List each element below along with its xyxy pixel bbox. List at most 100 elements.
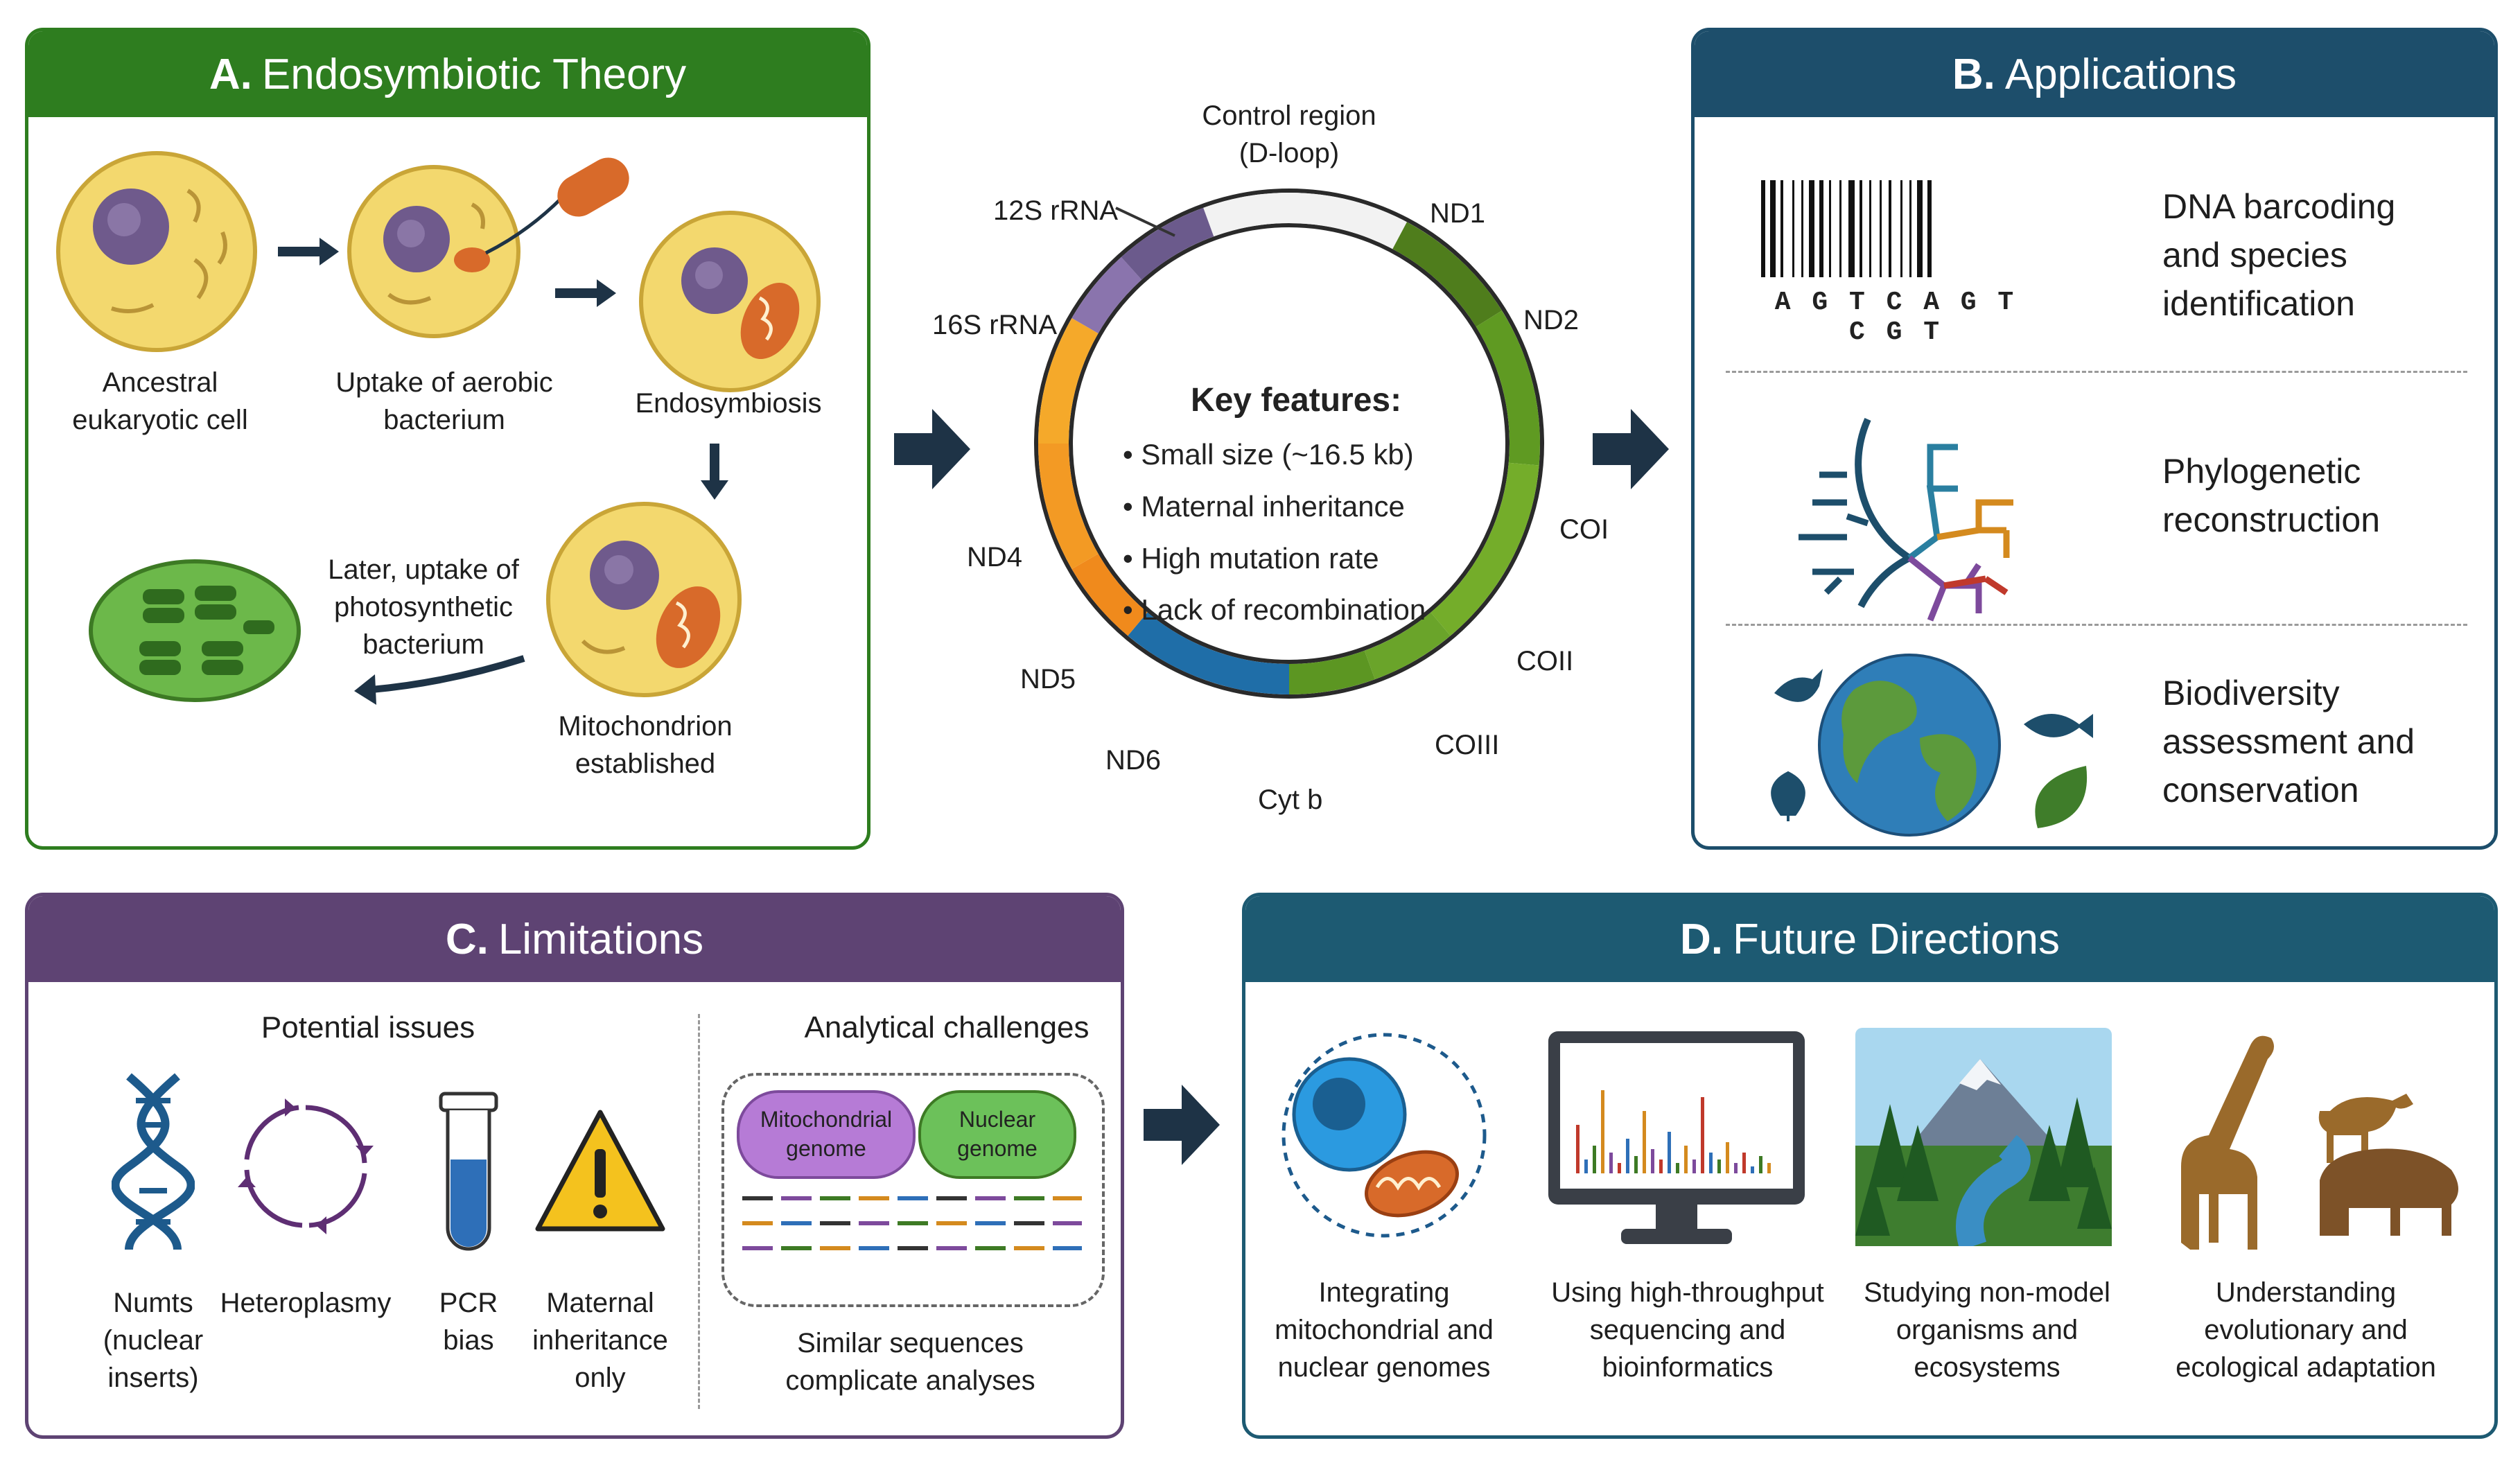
monitor-bar (1701, 1097, 1704, 1173)
gene-label-16s-rrna: 16S rRNA (932, 310, 1058, 340)
application-barcoding: DNA barcoding and species identification (2162, 187, 2396, 323)
panel-limitations: C. Limitations Potential issues Analytic… (25, 893, 1124, 1439)
barcode-icon (1761, 180, 1932, 277)
sequence-dash (781, 1221, 812, 1225)
segment-nd6 (1071, 553, 1148, 636)
monitor-bar (1742, 1153, 1746, 1173)
monitor-bar (1709, 1153, 1713, 1173)
label-endosymbiosis: Endosymbiosis (635, 388, 822, 419)
sequence-dash (820, 1246, 850, 1250)
nuclear-genome-oval: Nuclear genome (918, 1090, 1076, 1179)
barcode-sequence: A G T C A G T C G T (1774, 288, 2017, 347)
barcode-bar (1900, 180, 1902, 277)
gene-label-nd5: ND5 (1020, 664, 1076, 694)
mitochondrial-genome-oval: Mitochondrial genome (737, 1090, 916, 1179)
panel-endosymbiotic-theory: A. Endosymbiotic Theory (25, 28, 870, 850)
gene-label-nd2: ND2 (1523, 305, 1580, 335)
future-sequencing: Using high-throughput sequencing and bio… (1551, 1277, 1824, 1383)
endosymbiosis-cell-icon (639, 211, 821, 392)
issue-heteroplasmy: Heteroplasmy (220, 1288, 392, 1318)
panel-a-letter: A. (209, 50, 252, 98)
barcode-bar (1927, 180, 1932, 277)
gene-label-nd1: ND1 (1430, 198, 1486, 229)
panel-b-title: Applications (2004, 50, 2237, 98)
barcode-bar (1819, 180, 1823, 277)
sequence-dash (859, 1196, 889, 1200)
panel-applications: B. Applications A G T C A G T C G T DNA … (1691, 28, 2498, 850)
sequence-dash (1014, 1221, 1044, 1225)
monitor-bar (1759, 1156, 1762, 1173)
segment-coii (1364, 612, 1451, 680)
cell-with-mitochondrion-icon (1281, 1033, 1487, 1238)
divider (1726, 624, 2467, 626)
plant-icon (1771, 771, 1805, 821)
panel-a-title: Endosymbiotic Theory (261, 50, 687, 98)
application-phylogenetic: Phylogenetic reconstruction (2162, 452, 2381, 539)
similar-sequences-box (721, 1073, 1105, 1307)
endosymbiosis-illustration (56, 151, 821, 705)
label-uptake: Uptake of aerobic bacterium (335, 367, 553, 435)
arrow-right-icon (894, 409, 970, 489)
panel-c-letter: C. (445, 915, 489, 963)
monitor-bar (1726, 1142, 1729, 1173)
leaf-icon (2035, 766, 2088, 828)
monitor-bar (1734, 1163, 1738, 1173)
landscape-ecosystem-icon (1855, 1028, 2112, 1246)
phylogenetic-tree-icon (1799, 417, 2013, 622)
sequence-dash (936, 1246, 967, 1250)
uptake-cell-icon (347, 157, 629, 338)
gene-label-coi: COI (1559, 514, 1609, 545)
pointer-line (1115, 207, 1175, 237)
barcode-bar (1761, 180, 1765, 277)
gene-label-coii: COII (1516, 646, 1574, 676)
mitochondrion-established-cell-icon (546, 502, 742, 697)
giraffe-animals-icon (2181, 1035, 2458, 1250)
barcode-bar (1880, 180, 1882, 277)
monitor-bar (1626, 1139, 1629, 1173)
mitochondrial-genome-circle (1034, 189, 1544, 699)
monitor-bar (1751, 1166, 1754, 1173)
key-feature-item: • Lack of recombination (1123, 593, 1426, 627)
key-feature-item: • High mutation rate (1123, 541, 1379, 575)
segment-coiii (1288, 650, 1375, 694)
sequence-dash (742, 1246, 773, 1250)
key-feature-item: • Small size (~16.5 kb) (1123, 438, 1414, 471)
gene-label-coiii: COIII (1435, 730, 1500, 760)
barcode-bar (1829, 180, 1831, 277)
gene-label-nd6: ND6 (1105, 745, 1162, 776)
panel-c-title: Limitations (498, 915, 704, 963)
monitor-bar (1618, 1163, 1621, 1173)
key-features-box: Key features: • Small size (~16.5 kb)• M… (1123, 381, 1469, 636)
sequence-dash (781, 1246, 812, 1250)
sequence-dash (820, 1196, 850, 1200)
monitor-bar (1643, 1111, 1646, 1173)
ancestral-cell-icon (56, 151, 257, 352)
monitor-chart-icon (1548, 1031, 1805, 1244)
sequence-dash (859, 1246, 889, 1250)
fish-icon (2024, 714, 2093, 738)
sequence-dash (975, 1221, 1006, 1225)
sequence-lines-icon (742, 1196, 1082, 1250)
barcode-bar (1801, 180, 1803, 277)
barcode-bar (1780, 180, 1783, 277)
application-biodiversity: Biodiversity assessment and conservation (2162, 674, 2415, 809)
barcode-bar (1869, 180, 1871, 277)
monitor-bar (1668, 1132, 1671, 1173)
sequence-dash (742, 1196, 773, 1200)
gene-label-cytb: Cyt b (1258, 785, 1323, 815)
future-non-model: Studying non-model organisms and ecosyst… (1864, 1277, 2110, 1383)
sequence-dash (1014, 1196, 1044, 1200)
sequence-dash (1053, 1246, 1082, 1250)
future-adaptation: Understanding evolutionary and ecologica… (2176, 1277, 2436, 1383)
issue-numts: Numts (nuclear inserts) (103, 1288, 204, 1393)
future-integrating: Integrating mitochondrial and nuclear ge… (1275, 1277, 1494, 1383)
sequence-dash (859, 1221, 889, 1225)
cycle-arrows-icon (238, 1099, 374, 1234)
monitor-bar (1767, 1163, 1771, 1173)
segment-16s-rrna (1071, 256, 1142, 334)
segment-nd2 (1476, 310, 1540, 466)
monitor-bar (1584, 1159, 1588, 1173)
barcode-bar (1860, 180, 1862, 277)
monitor-bar (1651, 1149, 1654, 1173)
barcode-bar (1848, 180, 1855, 277)
